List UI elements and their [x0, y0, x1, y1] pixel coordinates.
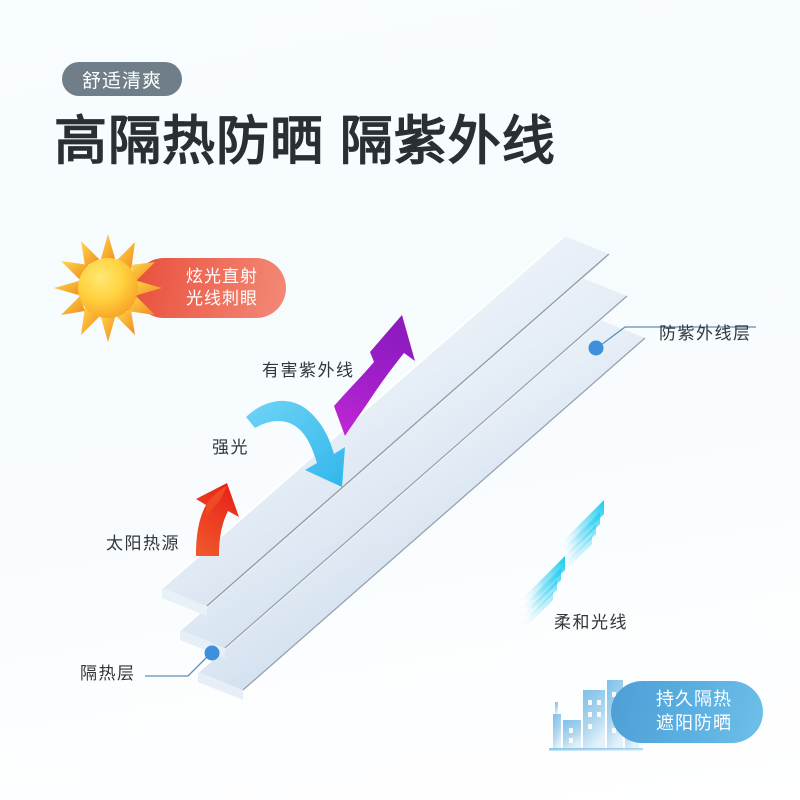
- label-heat-source: 太阳热源: [106, 534, 180, 553]
- sun-rays: [54, 234, 162, 342]
- glare-badge-line2: 光线刺眼: [186, 289, 258, 308]
- sun-disc: [78, 258, 138, 318]
- promo-badge: 持久隔热 遮阳防晒: [611, 681, 763, 743]
- promo-callout-group: 持久隔热 遮阳防晒: [541, 668, 763, 760]
- callout-label-uv-layer: 防紫外线层: [659, 324, 752, 343]
- glare-callout-group: 炫光直射 光线刺眼: [52, 232, 292, 344]
- page-title: 高隔热防晒 隔紫外线: [54, 112, 556, 171]
- sun-icon: [54, 234, 162, 342]
- promo-badge-line2: 遮阳防晒: [656, 713, 732, 733]
- tagline-text: 舒适清爽: [82, 70, 163, 92]
- callout-label-insulation: 隔热层: [80, 664, 136, 683]
- label-strong-light: 强光: [212, 438, 249, 457]
- label-soft-light: 柔和光线: [554, 613, 628, 632]
- tagline-pill: 舒适清爽: [62, 62, 183, 96]
- label-harmful-uv: 有害紫外线: [262, 361, 355, 380]
- glare-badge-line1: 炫光直射: [186, 266, 258, 286]
- promo-badge-line1: 持久隔热: [656, 689, 732, 710]
- glass-panel-middle: [179, 277, 628, 658]
